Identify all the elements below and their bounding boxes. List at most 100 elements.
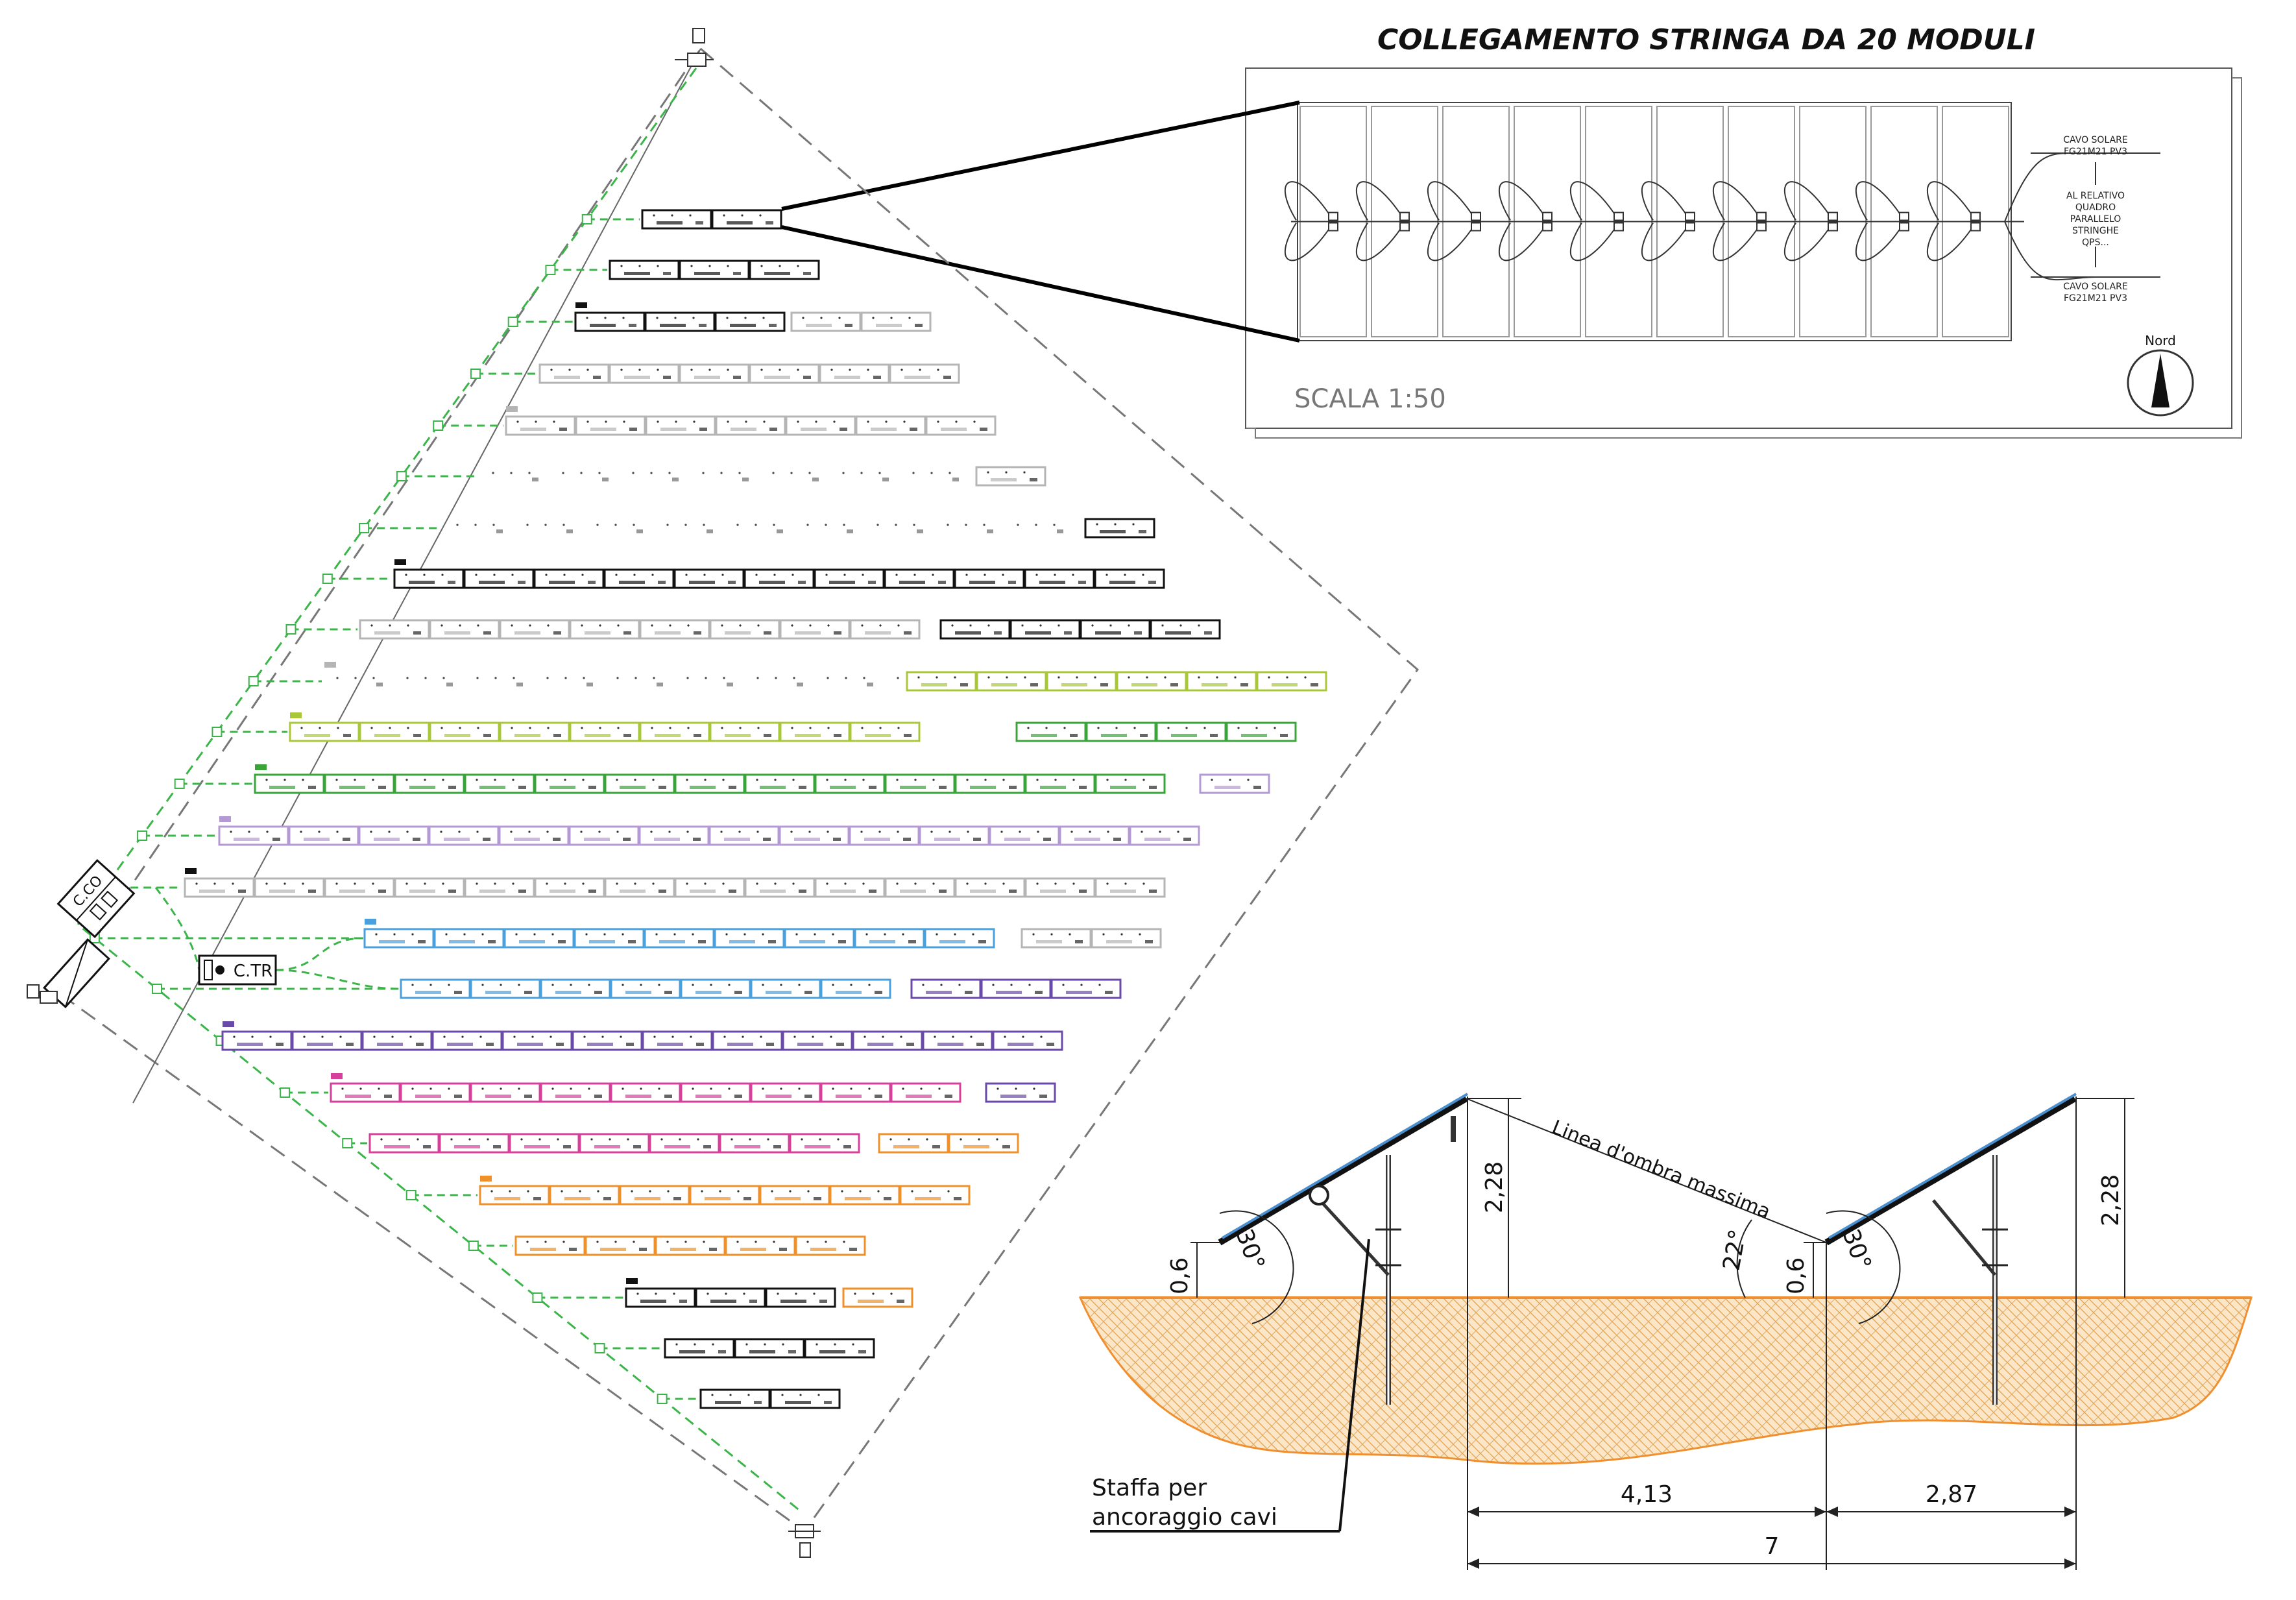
string-module-lime	[1256, 671, 1327, 692]
module-dot	[586, 369, 589, 371]
module-mark	[698, 940, 706, 943]
module-dot	[799, 1394, 802, 1396]
module-dot	[693, 420, 695, 423]
string-module-lavender	[849, 825, 920, 846]
module-label-mark	[1008, 1043, 1033, 1046]
module-dot	[1076, 676, 1078, 679]
module-dot	[808, 830, 811, 833]
module-dot	[830, 369, 833, 371]
module-mark	[733, 376, 741, 379]
module-dot	[966, 779, 969, 781]
module-dot	[417, 1138, 419, 1141]
module-mark	[915, 324, 923, 327]
string-module-green	[604, 773, 675, 794]
module-mark	[849, 1248, 857, 1251]
module-dot	[640, 984, 642, 986]
module-dot	[832, 1087, 834, 1090]
module-dot	[1006, 676, 1008, 679]
string-module-black	[533, 568, 605, 589]
module-dot	[1115, 727, 1118, 729]
module-dot	[1057, 624, 1060, 627]
module-label-mark	[660, 428, 686, 431]
module-dot	[468, 1138, 471, 1141]
module-mark	[875, 1095, 882, 1098]
module-mark	[1002, 1145, 1010, 1148]
module-dot	[850, 984, 852, 986]
module-label-mark	[806, 324, 832, 327]
module-label-mark	[590, 428, 616, 431]
module-dot	[1040, 1036, 1043, 1038]
module-dot	[727, 265, 729, 267]
module-dot	[1161, 624, 1164, 627]
module-dot	[790, 472, 793, 474]
module-mark	[448, 581, 455, 584]
module-mark	[563, 1145, 571, 1148]
module-mark	[524, 1095, 532, 1098]
string-module-black	[714, 311, 786, 332]
string-module-lime	[779, 721, 851, 742]
module-dot	[930, 472, 933, 474]
module-dot	[657, 265, 659, 267]
module-dot	[1080, 984, 1083, 986]
module-dot	[860, 830, 863, 833]
module-dot	[653, 677, 655, 679]
module-mark	[448, 786, 456, 789]
module-label-mark	[955, 631, 981, 635]
module-dot	[1057, 676, 1060, 679]
module-dot	[1177, 830, 1179, 833]
module-dot	[1146, 676, 1148, 679]
module-dot	[842, 472, 845, 474]
module-dot	[633, 574, 636, 576]
module-mark	[623, 838, 631, 841]
module-dot	[510, 472, 513, 474]
junction-box	[151, 984, 162, 994]
module-dot	[739, 727, 742, 729]
module-dot	[797, 369, 799, 371]
module-dot	[459, 624, 461, 627]
module-label-mark	[785, 1401, 811, 1404]
string-module-blue	[363, 928, 435, 949]
string-module-gray	[534, 877, 605, 898]
module-dot	[890, 1292, 893, 1295]
string-module-purple	[1050, 978, 1122, 999]
module-mark	[733, 272, 741, 275]
module-label-mark	[834, 376, 860, 379]
string-module-gray	[785, 415, 856, 436]
module-dot	[579, 1190, 581, 1193]
module-mark	[769, 324, 777, 327]
module-dot	[547, 624, 550, 627]
module-dot	[727, 369, 729, 371]
module-dot	[1004, 1036, 1006, 1038]
string-module-lime	[289, 721, 360, 742]
module-dot	[1229, 779, 1231, 781]
string-module-gray	[324, 877, 395, 898]
module-dot	[440, 830, 442, 833]
module-mark	[728, 581, 736, 584]
module-dot	[668, 830, 671, 833]
string-module-green	[1094, 773, 1166, 794]
string-module-orange	[479, 1185, 550, 1206]
module-mark	[1140, 734, 1148, 737]
cabin-tr-label: C.TR	[234, 962, 272, 981]
module-dot	[708, 265, 711, 267]
string-module-magenta	[400, 1082, 471, 1103]
module-label-mark	[939, 940, 965, 943]
module-dot	[756, 830, 759, 833]
string-module-orange	[899, 1185, 971, 1206]
module-label-mark	[654, 838, 680, 841]
module-dot	[652, 779, 655, 781]
string-module-gray	[609, 363, 680, 384]
module-mark	[804, 1095, 812, 1098]
module-dot	[1019, 830, 1021, 833]
module-dot	[825, 1241, 827, 1243]
module-mark	[346, 1043, 354, 1046]
module-dot	[407, 727, 409, 729]
module-dot	[481, 984, 484, 986]
module-dot	[878, 472, 881, 474]
string-module-gray	[639, 619, 710, 640]
module-label-mark	[864, 838, 890, 841]
module-dot	[564, 779, 566, 781]
module-dot	[515, 933, 518, 936]
module-dot	[845, 677, 847, 679]
string-module-blue	[784, 928, 855, 949]
